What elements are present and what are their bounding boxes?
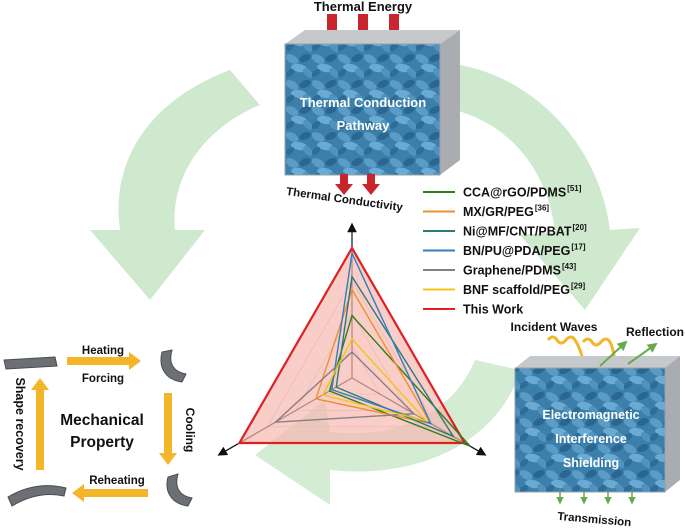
transmission-arrows <box>556 491 636 505</box>
arrow-shape-recovery <box>31 378 49 470</box>
reheating-label: Reheating <box>89 475 145 487</box>
heating-label: Heating <box>82 345 124 357</box>
incident-wave-1 <box>546 335 584 357</box>
sample-bent-bottom <box>166 473 193 507</box>
emi-line1: Electromagnetic <box>542 408 639 422</box>
legend: CCA@rGO/PDMS[51] MX/GR/PEG[36] Ni@MF/CNT/P… <box>423 184 587 317</box>
thermal-energy-label: Thermal Energy <box>314 0 413 14</box>
radar-series-this-work <box>237 245 467 445</box>
thermal-cube-front <box>284 43 441 176</box>
legend-label-cca-rgo-pdms: CCA@rGO/PDMS <box>463 186 566 200</box>
legend-label-this-work: This Work <box>463 303 523 317</box>
reflection-label: Reflection <box>626 325 684 339</box>
legend-ref-bnf-scaffold-peg: [29] <box>571 282 586 291</box>
mechanical-cycle: Heating Forcing Cooling Reheating Shape … <box>3 345 197 507</box>
legend-ref-cca-rgo-pdms: [51] <box>567 184 582 193</box>
cooling-label: Cooling <box>183 408 197 453</box>
sample-flat-top <box>3 356 58 370</box>
sample-recovering <box>7 485 67 507</box>
reflection-ray-1 <box>599 340 628 367</box>
mechanical-title-line2: Property <box>70 434 134 451</box>
legend-label-mx-gr-peg: MX/GR/PEG <box>463 205 534 219</box>
emi-cube-front <box>514 367 666 493</box>
out-arrow-1 <box>335 174 353 195</box>
incident-waves-label: Incident Waves <box>511 320 598 334</box>
arrow-cooling <box>159 393 177 465</box>
thermal-cube-group: Thermal Energy Thermal Conduction Pathwa… <box>284 0 460 214</box>
thermal-cube-line2: Pathway <box>337 118 391 133</box>
transmission-label: Transmission <box>557 511 632 529</box>
radar-series-graphene-pdms <box>273 351 416 424</box>
radar-series-mx-gr-peg <box>315 287 433 425</box>
emi-line2: Interference <box>555 432 627 446</box>
out-arrow-2 <box>362 174 380 195</box>
cycle-arrow-right <box>455 65 640 310</box>
emi-cube-group: Incident Waves Reflection Electromagneti… <box>511 320 684 529</box>
radar-series-bn-pu-pda-peg <box>330 250 433 425</box>
emi-line3: Shielding <box>563 456 619 470</box>
thermal-cube-top-face <box>285 30 460 44</box>
sample-bent-top <box>160 349 187 383</box>
legend-ref-mx-gr-peg: [36] <box>535 204 550 213</box>
forcing-label: Forcing <box>82 373 124 385</box>
legend-ref-ni-mf-cnt-pbat: [20] <box>572 223 587 232</box>
legend-label-ni-mf-cnt-pbat: Ni@MF/CNT/PBAT <box>463 225 572 239</box>
radar-chart <box>217 222 487 456</box>
arrow-reheating <box>72 484 148 502</box>
legend-label-graphene-pdms: Graphene/PDMS <box>463 264 561 278</box>
incident-wave-2 <box>581 337 616 357</box>
shape-recovery-label: Shape recovery <box>13 377 27 470</box>
legend-ref-bn-pu-pda-peg: [17] <box>571 243 586 252</box>
radar-series-bnf-scaffold-peg <box>321 337 429 423</box>
reflection-ray-2 <box>627 342 658 365</box>
thermal-out-arrows <box>335 174 380 195</box>
mechanical-title-line1: Mechanical <box>60 412 144 429</box>
legend-label-bnf-scaffold-peg: BNF scaffold/PEG <box>463 283 570 297</box>
legend-label-bn-pu-pda-peg: BN/PU@PDA/PEG <box>463 244 570 258</box>
thermal-cube-side-face <box>440 30 460 175</box>
thermal-cube-line1: Thermal Conduction <box>300 95 426 110</box>
arrow-heating <box>67 352 141 370</box>
legend-ref-graphene-pdms: [43] <box>562 262 577 271</box>
emi-cube-side-face <box>665 356 680 492</box>
cycle-arrow-left <box>90 70 260 300</box>
emi-cube-top-face <box>515 356 680 368</box>
